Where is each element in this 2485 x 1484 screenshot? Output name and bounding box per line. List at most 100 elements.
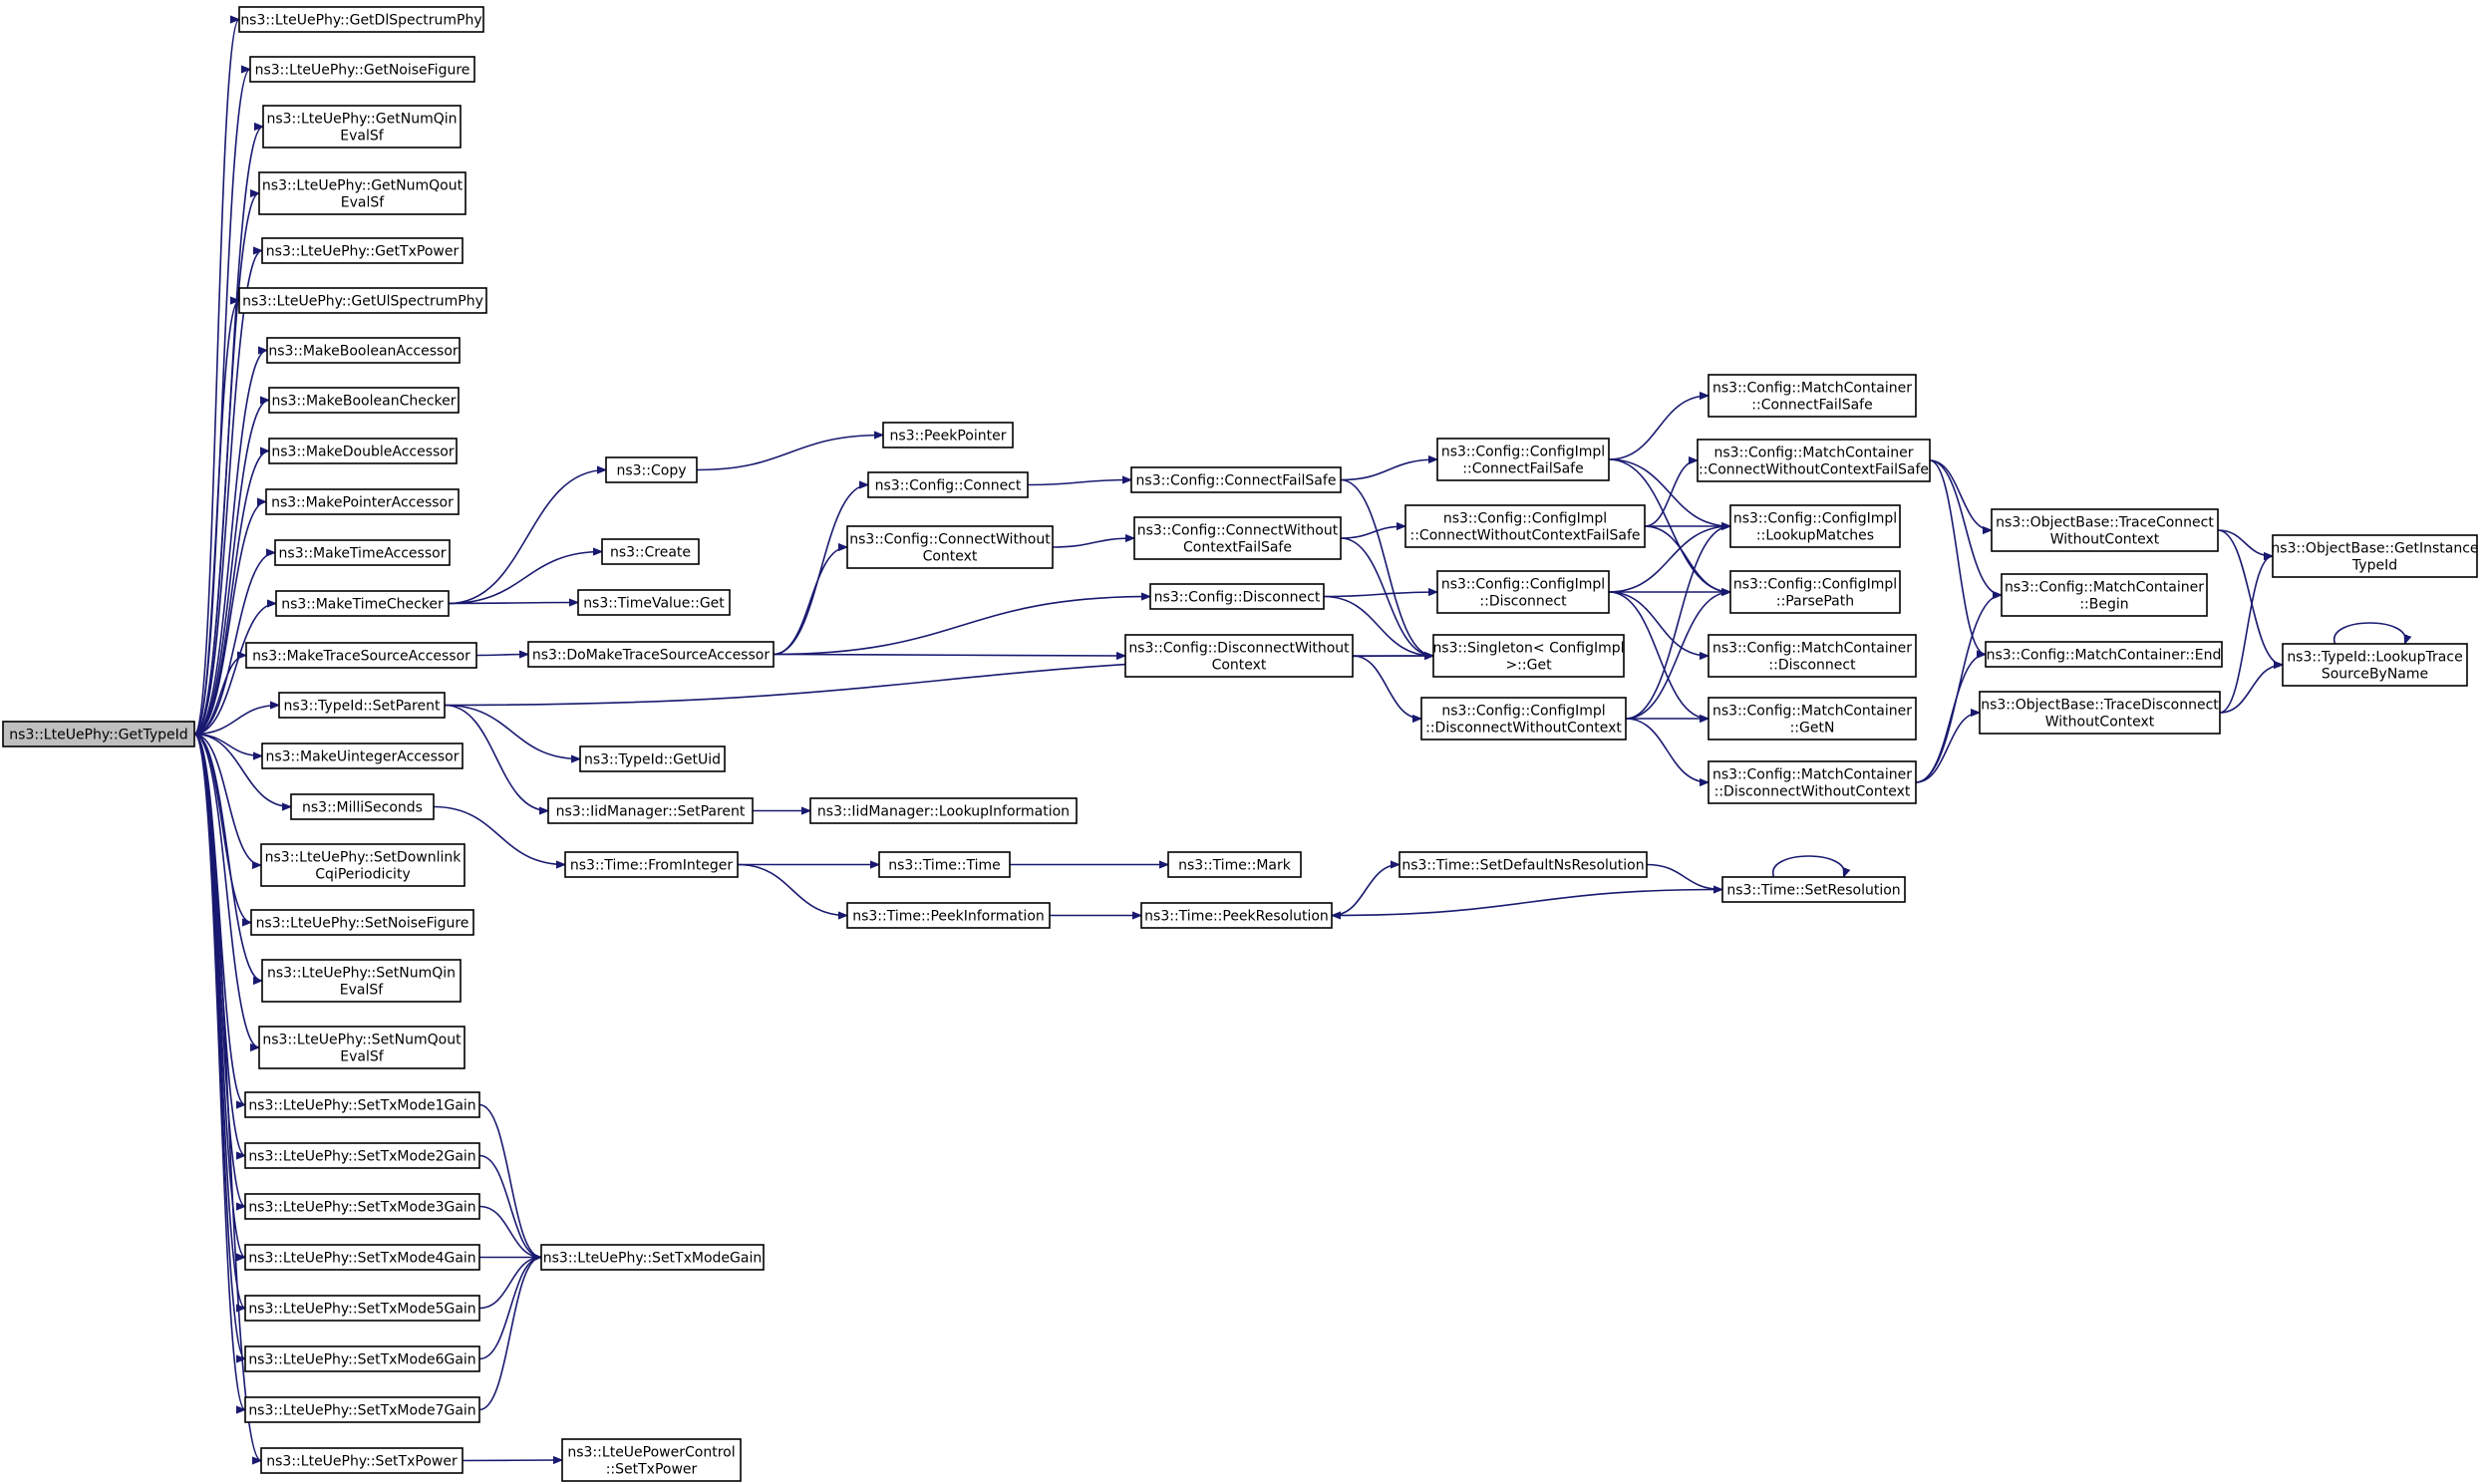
function-node-mcGetN[interactable]: ns3::Config::MatchContainer::GetN [1708, 697, 1917, 741]
function-node-mkTimeAcc[interactable]: ns3::MakeTimeAccessor [274, 539, 451, 566]
node-box [1991, 508, 2219, 552]
function-node-setTx7[interactable]: ns3::LteUePhy::SetTxMode7Gain [244, 1396, 480, 1423]
function-node-mkTraceAcc[interactable]: ns3::MakeTraceSourceAccessor [245, 642, 477, 669]
function-node-peekRes[interactable]: ns3::Time::PeekResolution [1140, 902, 1333, 929]
node-box [260, 1447, 464, 1474]
function-node-setRes[interactable]: ns3::Time::SetResolution [1721, 876, 1906, 903]
node-box [2001, 573, 2208, 617]
function-node-obTraceConnWoCtx[interactable]: ns3::ObjectBase::TraceConnectWithoutCont… [1991, 508, 2219, 552]
node-box [244, 1193, 480, 1220]
function-node-iidSetParent[interactable]: ns3::IidManager::SetParent [547, 797, 754, 824]
node-box [2, 721, 195, 747]
function-node-cfgDisconnect[interactable]: ns3::Config::Disconnect [1149, 583, 1325, 610]
function-node-root[interactable]: ns3::LteUePhy::GetTypeId [2, 721, 195, 747]
node-label: ns3::Config::Disconnect [1154, 590, 1321, 606]
function-node-setTx4[interactable]: ns3::LteUePhy::SetTxMode4Gain [244, 1244, 480, 1271]
function-node-implConnectWoCtxFS[interactable]: ns3::Config::ConfigImpl::ConnectWithoutC… [1404, 504, 1646, 548]
call-edge [1644, 460, 1699, 527]
function-node-implDisconnectWoCtx[interactable]: ns3::Config::ConfigImpl::DisconnectWitho… [1420, 697, 1627, 741]
function-node-mkDblAcc[interactable]: ns3::MakeDoubleAccessor [268, 438, 458, 464]
function-node-cfgConnectFS[interactable]: ns3::Config::ConnectFailSafe [1130, 466, 1342, 493]
function-node-doMakeTrace[interactable]: ns3::DoMakeTraceSourceAccessor [527, 641, 775, 668]
node-box [265, 488, 460, 515]
function-node-powerSetTx[interactable]: ns3::LteUePowerControl::SetTxPower [561, 1438, 742, 1482]
node-label: ns3::LteUePowerControl [567, 1445, 735, 1461]
function-node-fromInteger[interactable]: ns3::Time::FromInteger [564, 851, 739, 878]
node-label: ns3::LteUePhy::SetTxMode4Gain [248, 1251, 475, 1267]
function-node-milli[interactable]: ns3::MilliSeconds [290, 793, 435, 820]
node-box [1985, 641, 2223, 668]
function-node-timeMark[interactable]: ns3::Time::Mark [1167, 851, 1302, 878]
function-node-implParsePath[interactable]: ns3::Config::ConfigImpl::ParsePath [1729, 570, 1901, 614]
function-node-setTx5[interactable]: ns3::LteUePhy::SetTxMode5Gain [244, 1295, 480, 1322]
function-node-peekInfo[interactable]: ns3::Time::PeekInformation [846, 902, 1051, 929]
node-label: ns3::TypeId::GetUid [584, 752, 721, 768]
function-node-mkBoolAcc[interactable]: ns3::MakeBooleanAccessor [266, 337, 461, 364]
call-edge [773, 655, 1125, 657]
function-node-implConnectFS[interactable]: ns3::Config::ConfigImpl::ConnectFailSafe [1436, 438, 1610, 481]
function-node-setNoise[interactable]: ns3::LteUePhy::SetNoiseFigure [250, 909, 474, 936]
node-box [1149, 583, 1325, 610]
call-edge [193, 604, 277, 736]
node-label: ns3::TypeId::LookupTrace [2287, 650, 2462, 666]
function-node-copy[interactable]: ns3::Copy [605, 456, 698, 483]
function-node-cfgConnectWoCtxFS[interactable]: ns3::Config::ConnectWithoutContextFailSa… [1133, 516, 1342, 560]
function-node-cfgConnectWoCtx[interactable]: ns3::Config::ConnectWithoutContext [846, 525, 1054, 569]
call-edge [1625, 592, 1730, 720]
function-node-mcDisconnectWoCtx[interactable]: ns3::Config::MatchContainer::DisconnectW… [1708, 760, 1917, 804]
function-node-setTxModeGain[interactable]: ns3::LteUePhy::SetTxModeGain [540, 1244, 765, 1271]
function-node-getDl[interactable]: ns3::LteUePhy::GetDlSpectrumPhy [238, 6, 484, 33]
function-node-cfgConnect[interactable]: ns3::Config::Connect [867, 471, 1029, 498]
call-edge [1608, 591, 1708, 656]
function-node-setTx6[interactable]: ns3::LteUePhy::SetTxMode6Gain [244, 1345, 480, 1372]
function-node-implLookupMatches[interactable]: ns3::Config::ConfigImpl::LookupMatches [1729, 504, 1901, 548]
function-node-typeGetUid[interactable]: ns3::TypeId::GetUid [579, 745, 726, 772]
function-node-mkTimeChk[interactable]: ns3::MakeTimeChecker [275, 590, 450, 617]
function-node-setTx1[interactable]: ns3::LteUePhy::SetTxMode1Gain [244, 1091, 480, 1118]
function-node-getTxPower[interactable]: ns3::LteUePhy::GetTxPower [261, 237, 464, 264]
function-node-create[interactable]: ns3::Create [601, 538, 700, 565]
function-node-timeTime[interactable]: ns3::Time::Time [878, 851, 1011, 878]
function-node-getUl[interactable]: ns3::LteUePhy::GetUlSpectrumPhy [238, 287, 487, 314]
function-node-mcBegin[interactable]: ns3::Config::MatchContainer::Begin [2001, 573, 2208, 617]
function-node-setTx3[interactable]: ns3::LteUePhy::SetTxMode3Gain [244, 1193, 480, 1220]
function-node-typeSetParent[interactable]: ns3::TypeId::SetParent [278, 692, 446, 719]
function-node-setDefaultNsRes[interactable]: ns3::Time::SetDefaultNsResolution [1398, 851, 1648, 878]
function-node-implDisconnect[interactable]: ns3::Config::ConfigImpl::Disconnect [1436, 570, 1610, 614]
function-node-obTraceDiscWoCtx[interactable]: ns3::ObjectBase::TraceDisconnectWithoutC… [1979, 691, 2221, 735]
node-label: ns3::Create [610, 545, 691, 561]
function-node-mcConnectWoCtxFS[interactable]: ns3::Config::MatchContainer::ConnectWith… [1697, 439, 1931, 482]
function-node-peekPointer[interactable]: ns3::PeekPointer [882, 422, 1014, 448]
node-label: ns3::Config::ConfigImpl [1733, 511, 1897, 527]
function-node-iidLookupInfo[interactable]: ns3::IidManager::LookupInformation [809, 797, 1078, 824]
function-node-mkBoolChk[interactable]: ns3::MakeBooleanChecker [268, 387, 460, 414]
function-node-mcEnd[interactable]: ns3::Config::MatchContainer::End [1985, 641, 2223, 668]
function-node-setTx2[interactable]: ns3::LteUePhy::SetTxMode2Gain [244, 1142, 480, 1169]
function-node-setTxPower[interactable]: ns3::LteUePhy::SetTxPower [260, 1447, 464, 1474]
function-node-mcConnectFS[interactable]: ns3::Config::MatchContainer::ConnectFail… [1708, 374, 1917, 418]
node-label: ns3::Config::ConnectWithout [849, 532, 1051, 548]
call-edge [1929, 459, 1993, 530]
function-node-mkUintAcc[interactable]: ns3::MakeUintegerAccessor [261, 742, 464, 769]
function-node-cfgDisconnectWoCtx[interactable]: ns3::Config::DisconnectWithoutContext [1124, 634, 1354, 678]
node-label: ns3::LteUePhy::SetDownlink [265, 850, 463, 866]
function-node-singletonGet[interactable]: ns3::Singleton< ConfigImpl >::Get [1432, 634, 1625, 678]
node-box [274, 539, 451, 566]
function-node-mcDisconnect[interactable]: ns3::Config::MatchContainer::Disconnect [1708, 634, 1917, 678]
call-edge [2219, 665, 2284, 714]
function-node-getNoise[interactable]: ns3::LteUePhy::GetNoiseFigure [249, 56, 475, 83]
node-label: ::ConnectWithoutContextFailSafe [1699, 462, 1929, 478]
node-box [867, 471, 1029, 498]
function-node-timeValGet[interactable]: ns3::TimeValue::Get [577, 589, 731, 616]
node-label: ::Begin [2079, 597, 2128, 613]
node-label: ns3::LteUePhy::SetNoiseFigure [256, 916, 469, 932]
function-node-mkPtrAcc[interactable]: ns3::MakePointerAccessor [265, 488, 460, 515]
node-box [1721, 876, 1906, 903]
